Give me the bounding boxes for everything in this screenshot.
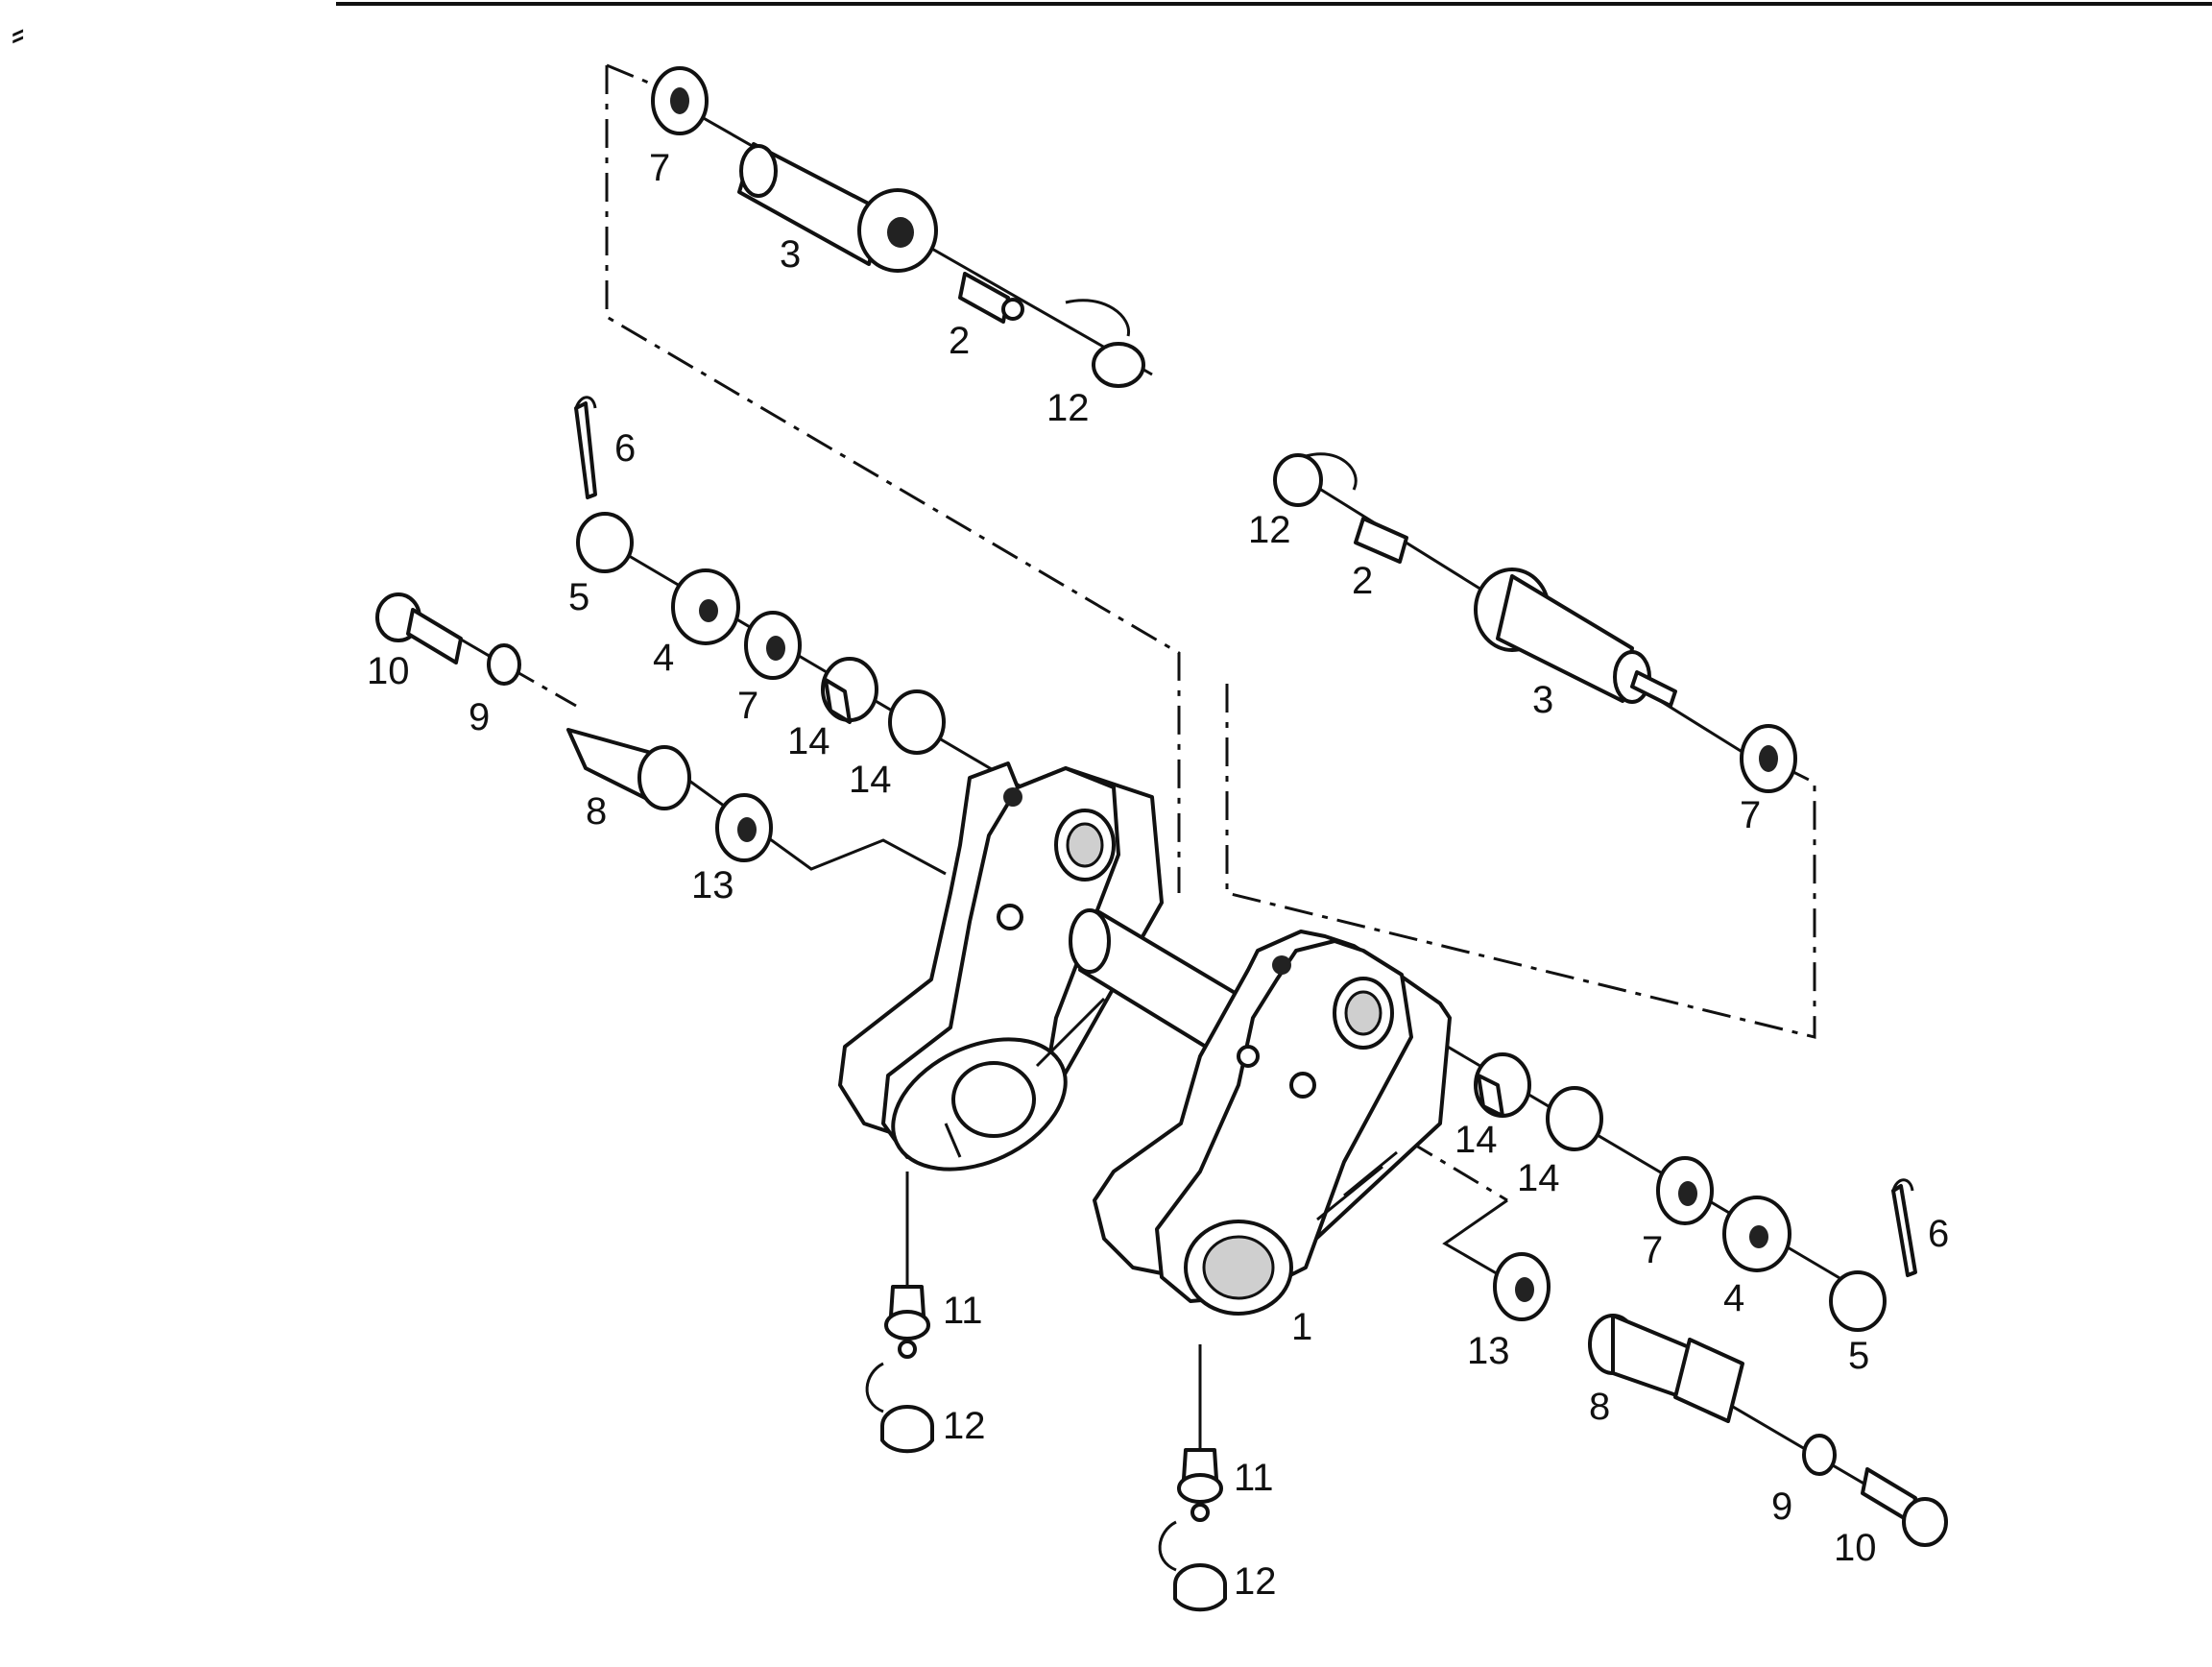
grease-fitting-11-left [884, 1285, 930, 1359]
washer-4-right [1722, 1196, 1791, 1272]
callout-4: 4 [1723, 1277, 1744, 1319]
cap-12-left-bottom [865, 1362, 934, 1454]
callout-8: 8 [586, 790, 607, 833]
callout-3: 3 [1532, 679, 1553, 721]
clevis-pin-8-right [1588, 1314, 1744, 1423]
callout-12: 12 [1234, 1560, 1277, 1603]
lock-washer-9-right [1802, 1434, 1837, 1476]
bolt-10-right [1861, 1467, 1948, 1547]
callout-7: 7 [1642, 1229, 1663, 1271]
callout-14: 14 [1517, 1157, 1560, 1199]
castle-nut-5-right [1829, 1270, 1887, 1332]
callout-7: 7 [649, 147, 670, 189]
grease-fitting-11-right [1177, 1448, 1223, 1522]
bushing-14-right-a [1474, 1052, 1531, 1118]
washer-7-top [651, 66, 709, 135]
callout-11: 11 [1234, 1457, 1274, 1499]
callout-12: 12 [943, 1405, 986, 1447]
callout-12: 12 [1248, 509, 1291, 551]
washer-4-left [671, 568, 740, 645]
callout-7: 7 [1740, 794, 1761, 836]
left-assembly-boundary [605, 63, 1181, 893]
bolt-10-left [375, 592, 463, 664]
callout-14: 14 [1455, 1119, 1498, 1161]
callout-10: 10 [1834, 1527, 1877, 1569]
right-assembly-boundary [1225, 684, 1816, 1039]
clevis-pin-8-left [566, 728, 691, 810]
callout-11: 11 [943, 1290, 983, 1332]
callout-9: 9 [469, 696, 490, 738]
callout-14: 14 [787, 720, 830, 762]
washer-7-right-lower [1656, 1156, 1714, 1225]
callout-10: 10 [367, 650, 410, 692]
callout-13: 13 [1467, 1330, 1510, 1372]
corner-mark: ⸗ [12, 12, 24, 55]
castle-nut-5-left [576, 512, 634, 573]
callout-5: 5 [568, 576, 589, 618]
washer-13-left [715, 793, 773, 862]
callout-1: 1 [1291, 1306, 1312, 1348]
washer-13-right [1493, 1252, 1551, 1321]
bushing-14-left-a [821, 657, 878, 724]
cap-12-right [1273, 452, 1358, 507]
callout-5: 5 [1848, 1335, 1869, 1377]
grease-fitting-2-right [1354, 517, 1408, 564]
callout-8: 8 [1589, 1386, 1610, 1428]
callout-12: 12 [1046, 387, 1090, 429]
callout-14: 14 [849, 759, 892, 801]
axis-left-pin-dash [508, 665, 577, 708]
bushing-14-left-b [888, 689, 946, 755]
grease-fitting-2-top [958, 272, 1024, 324]
cotter-pin-6-right [1891, 1178, 1917, 1277]
main-bracket [838, 761, 1452, 1316]
callout-6: 6 [614, 427, 636, 470]
cap-12-right-bottom [1158, 1520, 1227, 1612]
callout-6: 6 [1928, 1213, 1949, 1255]
callout-9: 9 [1771, 1486, 1792, 1528]
bushing-14-right-b [1546, 1086, 1603, 1151]
callout-labels: 7 3 2 12 6 5 4 7 14 14 10 9 8 13 12 2 3 … [367, 147, 1949, 1603]
washer-7-left [744, 611, 802, 680]
cap-12-top [1065, 299, 1145, 388]
cotter-pin-6-left [574, 396, 597, 499]
callout-2: 2 [949, 320, 970, 362]
lock-washer-9-left [487, 643, 521, 686]
axis-left-pin-connector [671, 766, 947, 876]
pin-3-right [1474, 568, 1677, 708]
washer-7-right [1740, 724, 1797, 793]
pin-3-top [737, 142, 938, 273]
callout-4: 4 [653, 637, 674, 679]
callout-2: 2 [1352, 560, 1373, 602]
callout-7: 7 [737, 685, 758, 727]
callout-13: 13 [691, 864, 734, 906]
callout-3: 3 [780, 233, 801, 276]
